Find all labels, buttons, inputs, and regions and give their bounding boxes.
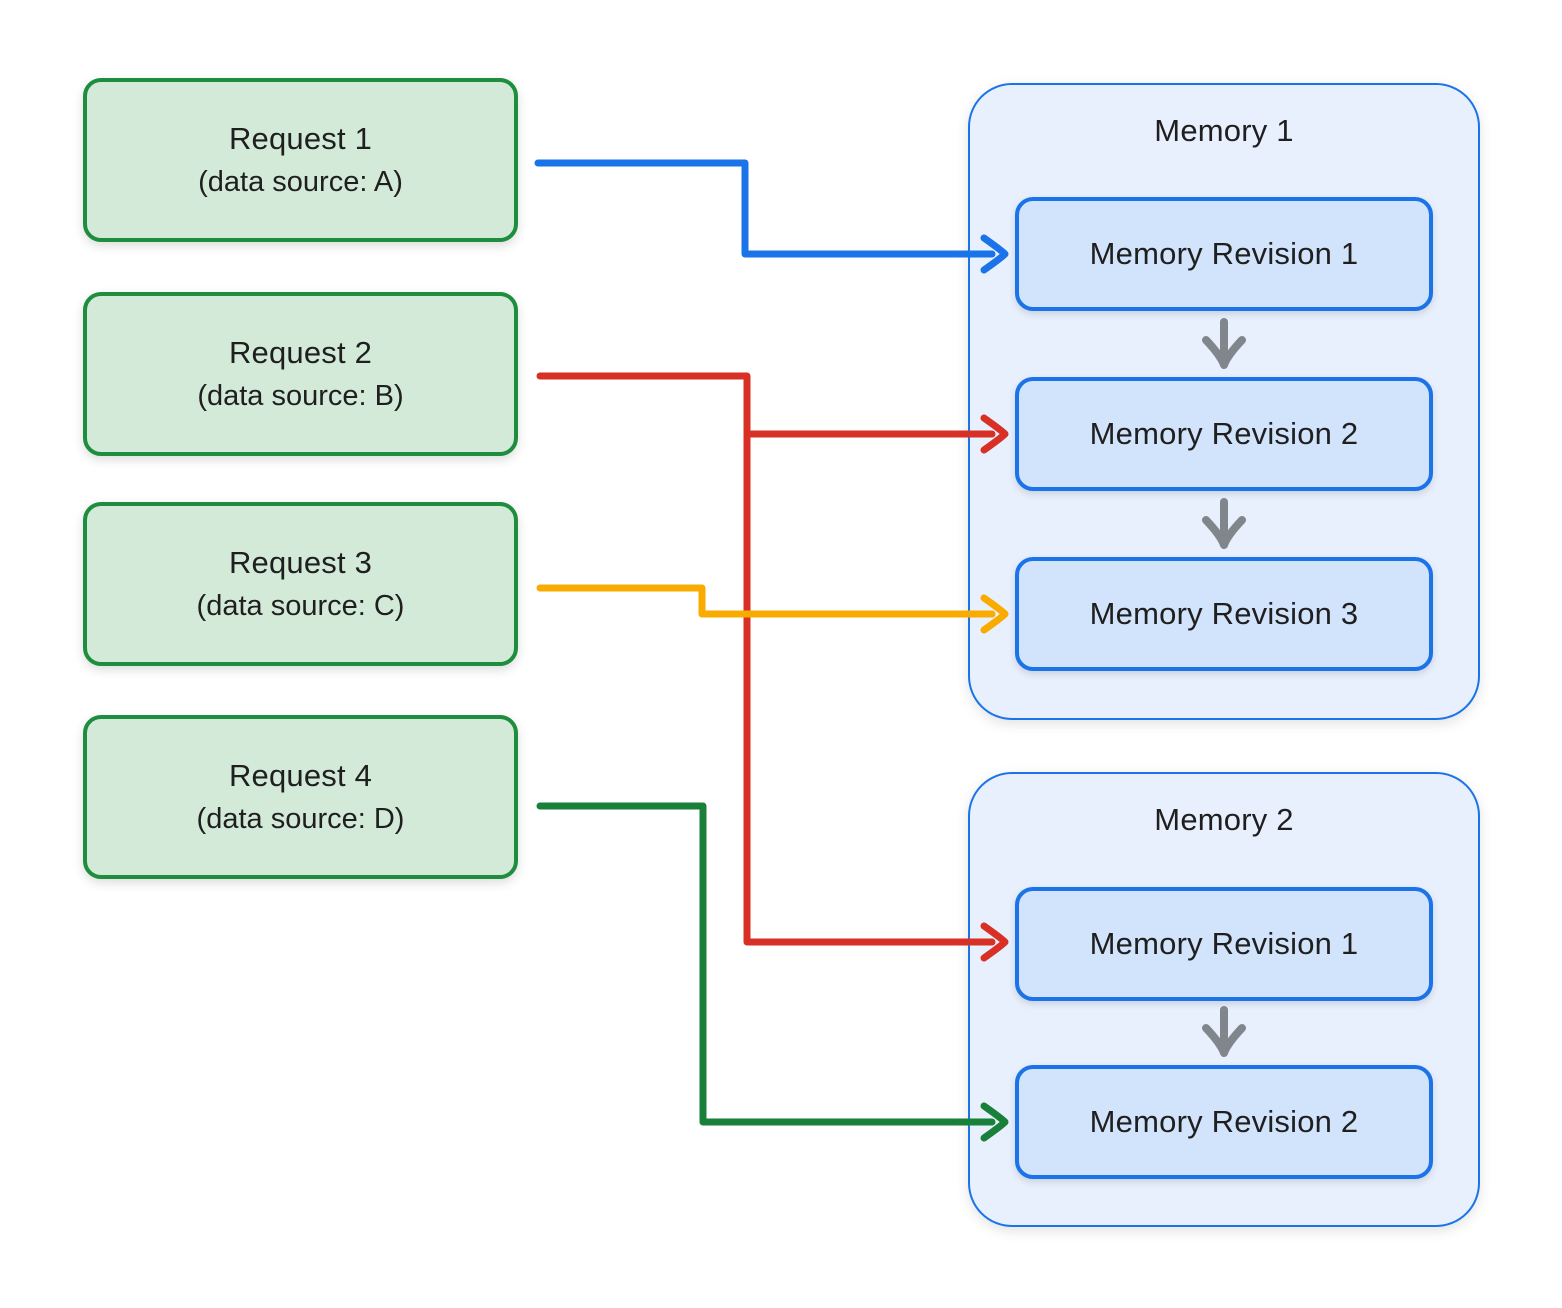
request-4-title: Request 4 <box>228 758 373 793</box>
memory-2-revision-1-box: Memory Revision 1 <box>1015 887 1433 1001</box>
memory-2-title: Memory 2 <box>1154 802 1294 837</box>
memory-1-revision-2-box: Memory Revision 2 <box>1015 377 1433 491</box>
request-2-title: Request 2 <box>228 335 373 370</box>
connector-request-4-to-memory-2-revision-2 <box>536 802 1009 1142</box>
memory-1-title: Memory 1 <box>1154 113 1294 148</box>
connector-request-2-to-memory-1-revision-2 <box>743 414 1009 454</box>
connector-request-2-to-memory-2-revision-1 <box>536 372 1009 962</box>
request-1-data-source: (data source: A) <box>198 166 403 198</box>
memory-2-container: Memory 2 Memory Revision 1 Memory Revisi… <box>968 772 1480 1227</box>
memory-1-container: Memory 1 Memory Revision 1 Memory Revisi… <box>968 83 1480 720</box>
memory-1-revision-3-box: Memory Revision 3 <box>1015 557 1433 671</box>
request-3-box: Request 3 (data source: C) <box>83 502 518 666</box>
request-1-title: Request 1 <box>228 121 373 156</box>
connector-request-3-to-memory-1-revision-3 <box>536 584 1009 634</box>
request-2-box: Request 2 (data source: B) <box>83 292 518 456</box>
request-3-data-source: (data source: C) <box>196 590 405 622</box>
connector-request-1-to-memory-1-revision-1 <box>534 159 1009 274</box>
request-3-title: Request 3 <box>228 545 373 580</box>
request-2-data-source: (data source: B) <box>197 380 404 412</box>
memory-2-revision-2-box: Memory Revision 2 <box>1015 1065 1433 1179</box>
memory-1-revision-1-box: Memory Revision 1 <box>1015 197 1433 311</box>
request-4-box: Request 4 (data source: D) <box>83 715 518 879</box>
request-4-data-source: (data source: D) <box>196 803 405 835</box>
request-1-box: Request 1 (data source: A) <box>83 78 518 242</box>
